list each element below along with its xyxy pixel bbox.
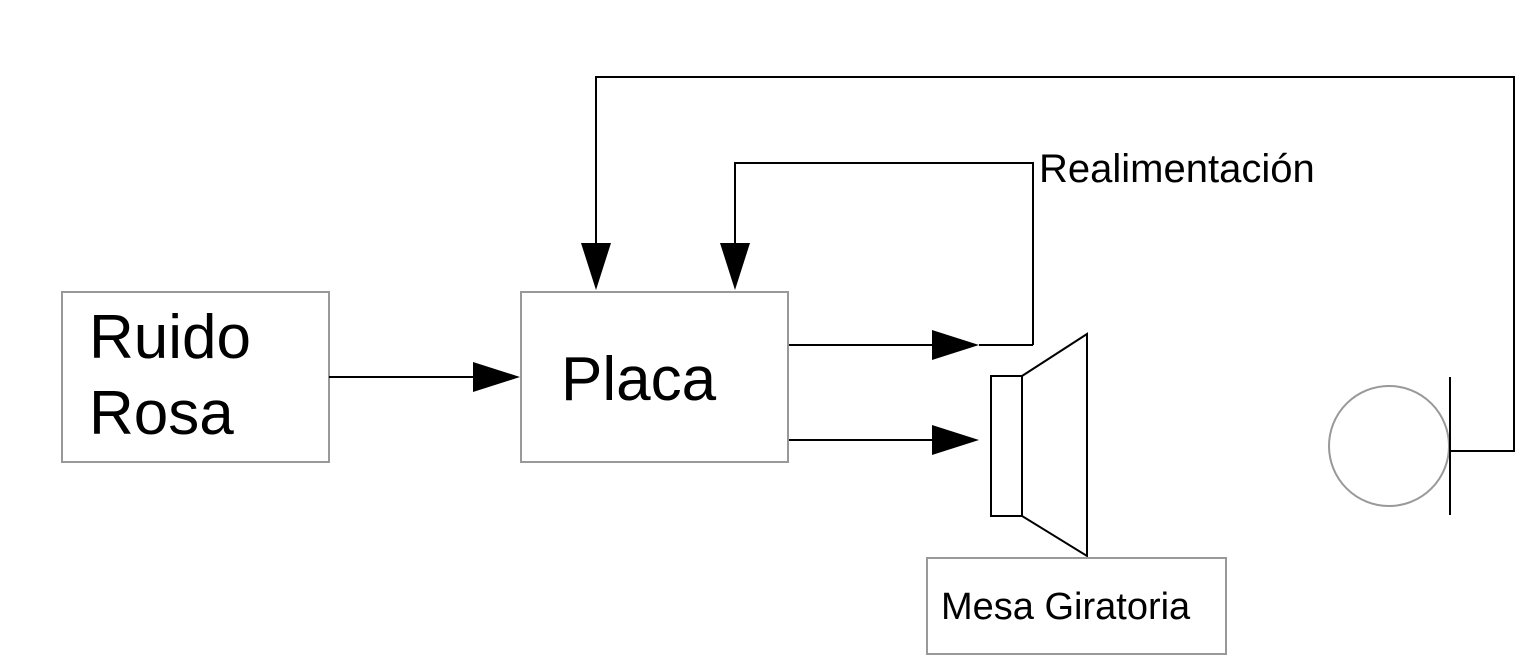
placa-box xyxy=(520,291,789,463)
arrowhead-right xyxy=(932,425,979,455)
ruido-rosa-box xyxy=(61,291,330,463)
arrow-placa-to-speaker xyxy=(789,425,979,455)
mesa-giratoria-block: Mesa Giratoria xyxy=(926,557,1227,655)
inner-feedback-loop xyxy=(720,162,1034,345)
placa-label: Placa xyxy=(561,345,717,414)
realimentacion-label: Realimentación xyxy=(1039,147,1315,191)
placa-block: Placa xyxy=(520,291,789,463)
mesa-giratoria-label: Mesa Giratoria xyxy=(941,586,1191,628)
mesa-giratoria-box xyxy=(926,557,1227,655)
arrowhead-down xyxy=(581,243,611,290)
arrowhead-right xyxy=(932,330,979,360)
arrowhead-down xyxy=(720,243,750,290)
microphone-icon xyxy=(1328,377,1451,515)
ruido-rosa-label-line2: Rosa xyxy=(89,379,234,448)
arrowhead-right xyxy=(473,362,520,392)
outer-feedback-loop xyxy=(581,76,1515,452)
ruido-rosa-block: Ruido Rosa xyxy=(61,291,330,463)
speaker-icon xyxy=(990,332,1088,558)
arrow-ruido-to-placa xyxy=(329,362,520,392)
ruido-rosa-label-line1: Ruido xyxy=(89,303,251,372)
arrow-placa-upper-output xyxy=(789,330,1033,360)
